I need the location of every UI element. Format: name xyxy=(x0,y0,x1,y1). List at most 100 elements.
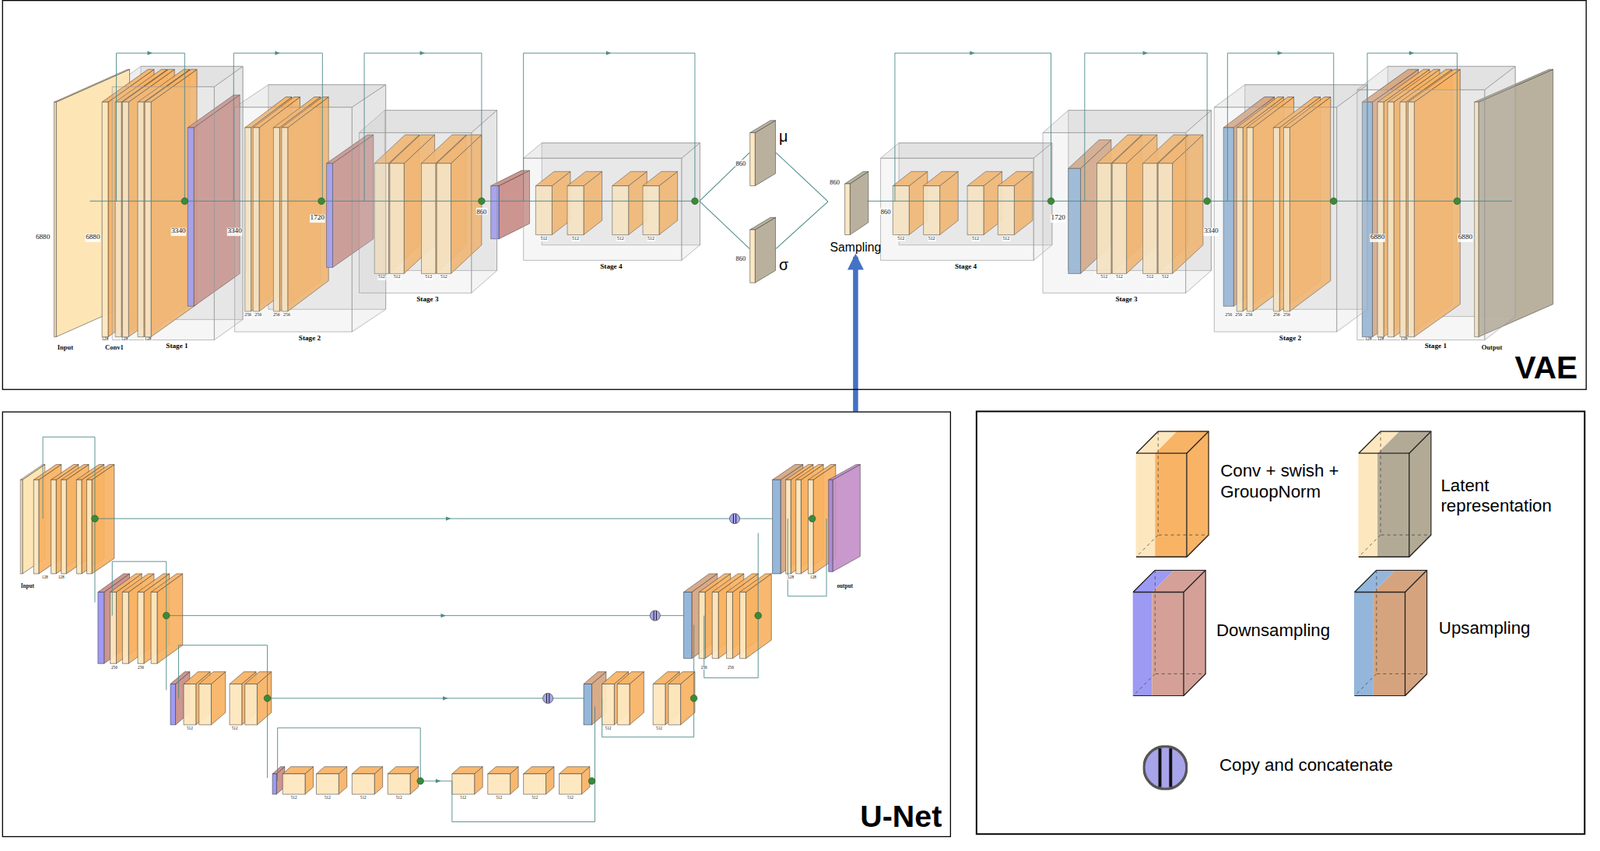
cube-edge xyxy=(1405,569,1428,592)
dimension-label: 256 xyxy=(1272,312,1281,318)
layer-top xyxy=(487,766,519,774)
stage-label: Stage 3 xyxy=(1115,294,1137,302)
dimension-label: 256 xyxy=(136,665,144,671)
layer-front xyxy=(785,479,792,574)
concat-symbol xyxy=(1143,745,1187,789)
layer-top xyxy=(617,671,644,685)
sum-dot xyxy=(1047,197,1055,205)
dimension-label: 6880 xyxy=(84,233,101,242)
cube-outline xyxy=(1136,431,1209,557)
dimension-label: 128 xyxy=(787,575,795,580)
legend-swatch xyxy=(1135,430,1209,558)
stage-box-top xyxy=(880,143,1053,159)
wire xyxy=(115,52,185,201)
sum-dot xyxy=(808,515,816,523)
stage-box: Stage 2 xyxy=(1214,84,1368,331)
stage-label: Stage 1 xyxy=(165,341,188,350)
dimension-label: 256 xyxy=(1282,312,1291,318)
layer-front xyxy=(602,684,615,725)
dimension-label: 128 xyxy=(41,575,49,580)
layer-top xyxy=(86,464,114,481)
small-arrowhead xyxy=(1409,51,1415,56)
small-arrowhead xyxy=(274,51,281,56)
small-arrowhead xyxy=(435,778,442,783)
concat-bar xyxy=(733,513,734,523)
panel-title: VAE xyxy=(1515,350,1579,387)
cube-face xyxy=(1357,452,1378,558)
sum-dot xyxy=(754,611,762,619)
dimension-label: 512 xyxy=(323,795,331,800)
dimension-label: 860 xyxy=(735,159,747,167)
cube-outline xyxy=(1354,569,1428,695)
panel: VAEStage 1Stage 2Stage 3Stage 4μσSamplin… xyxy=(2,0,1587,390)
layer-top xyxy=(807,464,836,481)
small-arrowhead xyxy=(969,51,976,56)
layer-front xyxy=(272,773,277,794)
layer-top xyxy=(559,766,590,774)
small-arrowhead xyxy=(1143,51,1149,56)
layer-front xyxy=(583,684,592,725)
stage-box-front xyxy=(112,86,215,340)
sum-dot xyxy=(181,197,189,205)
stage-box: Stage 3 xyxy=(358,109,497,293)
connector-line xyxy=(775,152,829,202)
layer-front xyxy=(245,684,258,725)
dimension-label: 512 xyxy=(185,726,193,731)
layer-front xyxy=(199,684,212,725)
layer-top xyxy=(351,766,383,774)
dimension-label: 128 xyxy=(120,336,129,342)
cube-face xyxy=(1377,452,1410,558)
concat-bar xyxy=(1168,747,1172,787)
panel: U-Net xyxy=(2,410,951,837)
small-arrowhead xyxy=(445,515,452,520)
small-arrowhead xyxy=(440,613,446,618)
layer-top xyxy=(845,171,869,184)
layer-front xyxy=(617,684,630,725)
legend-panel xyxy=(976,410,1585,834)
dimension-label: 256 xyxy=(272,312,281,318)
stage-box-side xyxy=(471,110,498,294)
latent-label: Sampling xyxy=(830,240,882,255)
layer-front xyxy=(726,591,734,658)
dimension-label: 512 xyxy=(424,274,433,280)
wire xyxy=(704,615,758,678)
dimension-label: 512 xyxy=(566,795,574,800)
dimension-label: 3340 xyxy=(171,228,187,236)
sum-dot xyxy=(91,515,99,523)
connector-line xyxy=(775,201,829,249)
dimension-label: 512 xyxy=(459,795,467,800)
cube-hidden-edge xyxy=(1358,534,1381,557)
dimension-label: 256 xyxy=(1245,312,1253,318)
dimension-label: 256 xyxy=(1224,312,1233,318)
dimension-label: 128 xyxy=(1400,336,1408,342)
layer-front xyxy=(76,479,82,574)
layer-front xyxy=(53,101,57,337)
sum-dot xyxy=(478,197,486,205)
cube-face xyxy=(1354,591,1374,696)
dimension-label: 512 xyxy=(1161,274,1169,280)
legend-swatch xyxy=(1354,569,1428,697)
legend-label: Copy and concatenate xyxy=(1219,754,1455,776)
small-arrowhead xyxy=(420,51,426,56)
layer-top xyxy=(150,573,183,593)
sum-dot xyxy=(588,777,596,785)
dimension-label: 512 xyxy=(392,274,401,280)
layer-front xyxy=(170,684,176,725)
small-arrowhead xyxy=(442,695,449,700)
latent-label: μ xyxy=(778,128,788,144)
dimension-label: 860 xyxy=(735,254,747,262)
wire xyxy=(602,698,695,737)
layer-top xyxy=(387,766,418,774)
layer-name: Output xyxy=(1480,343,1503,351)
dimension-label: 512 xyxy=(616,236,625,242)
layer-top xyxy=(668,671,695,685)
stage-box-side xyxy=(681,143,701,261)
wire xyxy=(1227,52,1334,201)
dimension-label: 256 xyxy=(700,665,708,671)
wire xyxy=(364,52,482,201)
layer-front xyxy=(523,773,547,794)
cube-edge xyxy=(1133,591,1184,695)
legend-label: Downsampling xyxy=(1216,620,1351,642)
sum-dot xyxy=(691,197,699,205)
dimension-label: 512 xyxy=(971,236,979,242)
